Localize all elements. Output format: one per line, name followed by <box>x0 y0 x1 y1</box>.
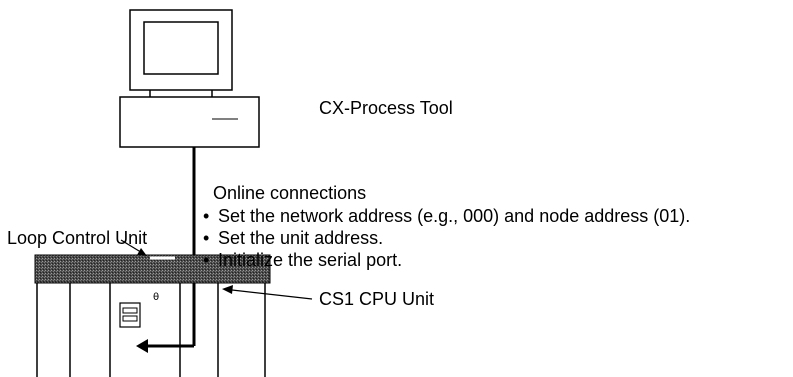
rack-top-bar <box>34 254 271 284</box>
pc-base-box <box>119 96 260 148</box>
cx-process-tool-label: CX-Process Tool <box>319 98 453 118</box>
serial-port-connector <box>119 302 141 328</box>
online-connections-list: • Set the network address (e.g., 000) and… <box>203 205 690 271</box>
cable-arrowhead <box>136 339 148 353</box>
loop-control-unit-label: Loop Control Unit <box>7 228 148 248</box>
plc-rack: θ <box>34 254 271 377</box>
list-item-text: Set the network address (e.g., 000) and … <box>218 206 691 226</box>
list-item: • Set the network address (e.g., 000) and… <box>203 205 690 227</box>
list-item: • Set the unit address. <box>203 227 690 249</box>
monitor-screen <box>143 21 219 75</box>
pc-monitor <box>129 9 233 99</box>
list-item-text: Initialize the serial port. <box>218 250 403 270</box>
list-item-text: Set the unit address. <box>218 228 384 248</box>
connection-cable <box>136 147 196 353</box>
rack-digit: θ <box>153 292 159 303</box>
bullet-icon: • <box>203 228 210 248</box>
list-item: • Initialize the serial port. <box>203 249 690 271</box>
cs1-cpu-unit-label: CS1 CPU Unit <box>319 289 435 309</box>
lcu-leader <box>120 239 147 256</box>
bullet-icon: • <box>203 250 210 270</box>
pc-base <box>119 96 260 148</box>
monitor-frame <box>129 9 233 91</box>
online-connections-title: Online connections <box>213 183 367 203</box>
cpu-leader <box>222 285 313 300</box>
bullet-icon: • <box>203 206 210 226</box>
